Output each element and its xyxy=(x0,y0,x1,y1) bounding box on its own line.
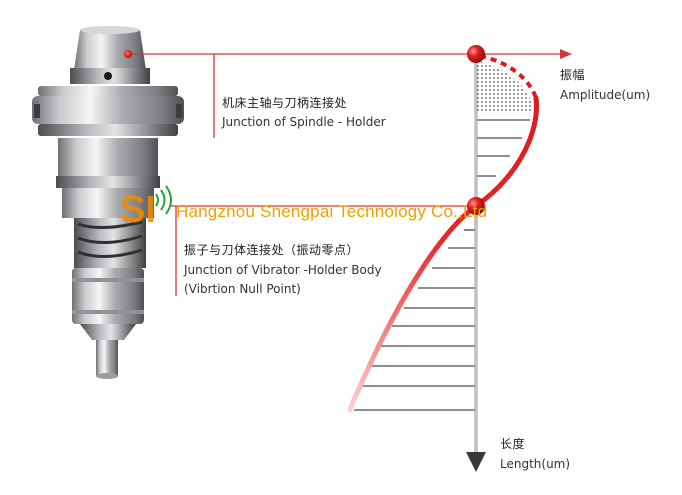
spindle-label-en: Junction of Spindle - Holder xyxy=(222,115,386,129)
leader-lines xyxy=(128,53,562,296)
amplitude-label-en: Amplitude(um) xyxy=(560,88,651,102)
junction-marker-icon xyxy=(124,50,132,58)
length-label-zh: 长度 xyxy=(500,437,526,451)
tool-holder-image xyxy=(32,26,184,379)
amplitude-arrow-head xyxy=(560,49,572,59)
null-point-ball xyxy=(467,197,485,215)
length-arrow-head xyxy=(466,452,486,472)
logo-wave-icon: SI xyxy=(120,185,172,231)
spindle-junction-ball xyxy=(467,45,485,63)
amplitude-plot xyxy=(347,45,539,472)
vibrator-label-en-1: Junction of Vibrator -Holder Body xyxy=(184,263,382,277)
spindle-label-zh: 机床主轴与刀柄连接处 xyxy=(222,96,348,110)
vibrator-label-en-2: (Vibrtion Null Point) xyxy=(184,282,301,296)
amplitude-label-zh: 振幅 xyxy=(560,68,586,82)
length-label-en: Length(um) xyxy=(500,457,571,471)
svg-text:SI: SI xyxy=(120,189,156,231)
watermark-company: Hangzhou Shengpai Technology Co.,Ltd xyxy=(176,202,488,221)
vibrator-label-zh: 振子与刀体连接处（振动零点） xyxy=(184,243,360,257)
